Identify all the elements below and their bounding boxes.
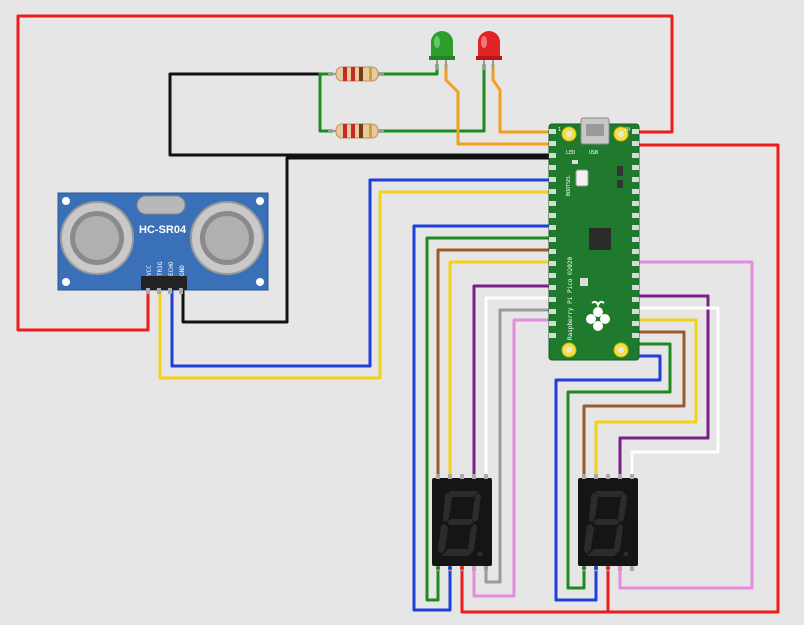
wire-d1-white[interactable] [484,296,552,478]
pico-led-label: LED [566,150,575,156]
wire-d1-brown[interactable] [436,248,552,478]
raspberry-logo-icon [586,300,610,331]
wire-resistor-link-green[interactable] [318,72,333,133]
led-red[interactable] [476,31,502,70]
resistor-2[interactable] [328,123,384,139]
wire-red-display1[interactable] [460,566,608,614]
wire-resistor-gnd-black[interactable] [168,72,552,157]
seven-segment-display-2[interactable] [578,474,638,571]
wire-gnd-black[interactable] [181,156,552,324]
pico-pin1-label: 1 [558,127,561,133]
bootsel-label: BOOTSEL [566,175,572,196]
wire-vbus-red[interactable] [606,143,780,614]
pico-board-name: Raspberry Pi Pico ©2020 [567,257,574,340]
pico-usb-label: USB [589,150,598,156]
sensor-pin-echo-label: ECHO [168,261,175,276]
wire-d2-pink[interactable] [618,260,754,590]
sensor-pin-trig-label: TRIG [157,261,164,276]
pin-dots [436,566,622,570]
sensor-pin-gnd-label: GND [179,265,186,276]
wire-d2-green[interactable] [566,342,672,590]
wire-d2-blue[interactable] [554,354,662,602]
wire-d2-purple[interactable] [618,294,710,478]
pico-left-pins [549,129,556,338]
wire-d2-brown[interactable] [582,330,686,478]
wire-d1-gray[interactable] [484,308,552,584]
wire-d2-white[interactable] [630,306,720,478]
sensor-label: HC-SR04 [139,224,187,236]
wire-resistor-red-led[interactable] [378,64,486,133]
wire-d2-yellow[interactable] [594,318,698,478]
wire-echo-yellow[interactable] [158,190,552,380]
wire-vcc-red[interactable] [16,14,674,332]
wire-led-red-orange[interactable] [491,64,552,134]
seven-segment-display-1[interactable] [432,474,492,571]
pico-right-pins [632,129,639,338]
wire-d1-blue[interactable] [412,224,552,612]
led-green[interactable] [429,31,455,70]
pico-board[interactable]: 1 40 LED USB BOOTSEL Raspberry Pi Pico ©… [548,117,640,361]
sensor-pin-vcc-label: VCC [146,265,153,276]
wire-d1-green[interactable] [425,236,552,602]
wire-resistor-green-led[interactable] [378,64,439,76]
ultrasonic-sensor[interactable]: HC-SR04 VCC TRIG ECHO GND [57,192,269,294]
pico-pin40-label: 40 [624,127,630,133]
wire-led-green-orange[interactable] [444,64,552,146]
wire-trig-blue[interactable] [170,178,552,368]
wire-d1-purple[interactable] [472,284,552,478]
resistor-1[interactable] [328,66,384,82]
wire-d1-pink[interactable] [472,318,552,598]
wire-d1-yellow[interactable] [448,260,552,478]
bootsel-button[interactable] [575,169,589,187]
wires [16,14,780,614]
